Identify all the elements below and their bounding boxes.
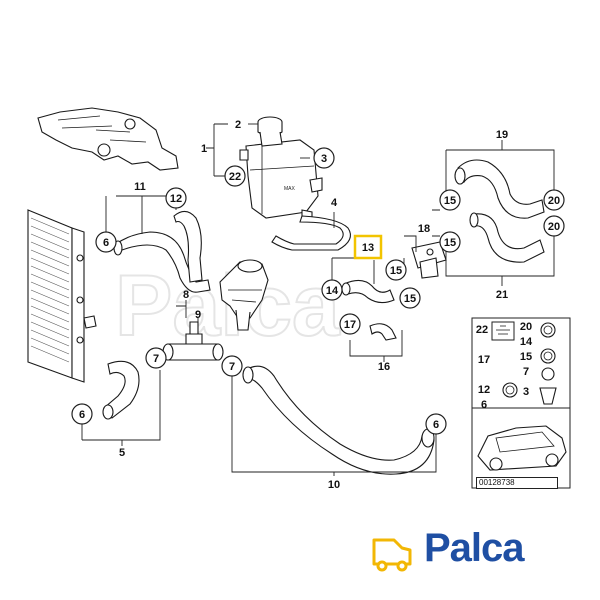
callout-8[interactable]: 8	[183, 289, 189, 301]
callout-3[interactable]: 3	[321, 153, 327, 165]
coolant-hose-icon	[102, 360, 140, 420]
coolant-hose-icon	[242, 365, 435, 475]
document-number: 00128738	[476, 477, 558, 489]
callout-22[interactable]: 22	[229, 171, 241, 183]
palca-logo-text: Palca	[424, 526, 525, 570]
coolant-hose-icon	[454, 159, 545, 263]
palca-truck-icon	[372, 538, 412, 572]
thermostat-housing-icon	[219, 259, 269, 331]
legend-20: 20	[520, 321, 532, 333]
palca-logo[interactable]: Palca	[418, 526, 525, 570]
callout-12[interactable]: 12	[170, 193, 182, 205]
legend-14: 14	[520, 336, 533, 348]
legend-17: 17	[478, 354, 490, 366]
callout-19[interactable]: 19	[496, 129, 508, 141]
legend-15: 15	[520, 351, 532, 363]
callout-17[interactable]: 17	[344, 319, 356, 331]
legend-box	[471, 317, 571, 489]
palca-watermark: Palca	[114, 257, 342, 355]
callout-15-center[interactable]: 15	[390, 265, 402, 277]
t-connector-icon	[162, 321, 224, 361]
callout-13[interactable]: 13	[362, 242, 374, 254]
hose-clamp-icon	[502, 322, 557, 405]
callout-14[interactable]: 14	[326, 285, 339, 297]
callout-10[interactable]: 10	[328, 479, 340, 491]
callout-7-right[interactable]: 7	[229, 361, 235, 373]
callout-18[interactable]: 18	[418, 223, 430, 235]
callout-15-right-upper[interactable]: 15	[444, 195, 456, 207]
legend-6: 6	[481, 399, 487, 411]
coolant-hose-icon	[113, 210, 211, 293]
watermark-text: Palca	[115, 258, 341, 354]
callout-15-right-lower[interactable]: 15	[444, 237, 456, 249]
callout-6-right[interactable]: 6	[433, 419, 439, 431]
car-silhouette-icon	[477, 425, 567, 471]
legend-12: 12	[478, 384, 490, 396]
expansion-tank-icon: MAX	[239, 116, 323, 223]
callout-11[interactable]: 11	[134, 181, 146, 193]
callout-9[interactable]: 9	[195, 309, 201, 321]
callout-20-upper[interactable]: 20	[548, 195, 560, 207]
callout-7-left[interactable]: 7	[153, 353, 159, 365]
callout-5[interactable]: 5	[119, 447, 125, 459]
coolant-hose-icon	[341, 279, 395, 304]
callout-6-upper[interactable]: 6	[103, 237, 109, 249]
coolant-hose-icon	[271, 215, 351, 251]
legend-3: 3	[523, 386, 529, 398]
callout-1[interactable]: 1	[201, 143, 207, 155]
callout-4[interactable]: 4	[331, 197, 338, 209]
callout-15-lower[interactable]: 15	[404, 293, 416, 305]
circled-callouts: 3 22 12 6 7 6 7 6 14 15 17 15 15 15 20 2…	[71, 147, 565, 435]
radiator-icon	[27, 209, 97, 383]
callout-6-lower[interactable]: 6	[79, 409, 85, 421]
callout-21[interactable]: 21	[496, 289, 508, 301]
callout-20-lower[interactable]: 20	[548, 221, 560, 233]
coolant-hose-icon	[369, 323, 397, 341]
connector-fitting-icon	[411, 241, 447, 279]
svg-text:MAX: MAX	[284, 186, 296, 192]
callout-2[interactable]: 2	[235, 119, 241, 131]
callout-16[interactable]: 16	[378, 361, 390, 373]
leader-lines	[81, 123, 555, 476]
legend-numbers: 22 20 14 17 15 7 12 3 6	[476, 321, 533, 411]
legend-22: 22	[476, 324, 488, 336]
legend-7: 7	[523, 366, 529, 378]
highlight-box-13	[353, 234, 383, 260]
water-pump-icon	[37, 107, 179, 171]
